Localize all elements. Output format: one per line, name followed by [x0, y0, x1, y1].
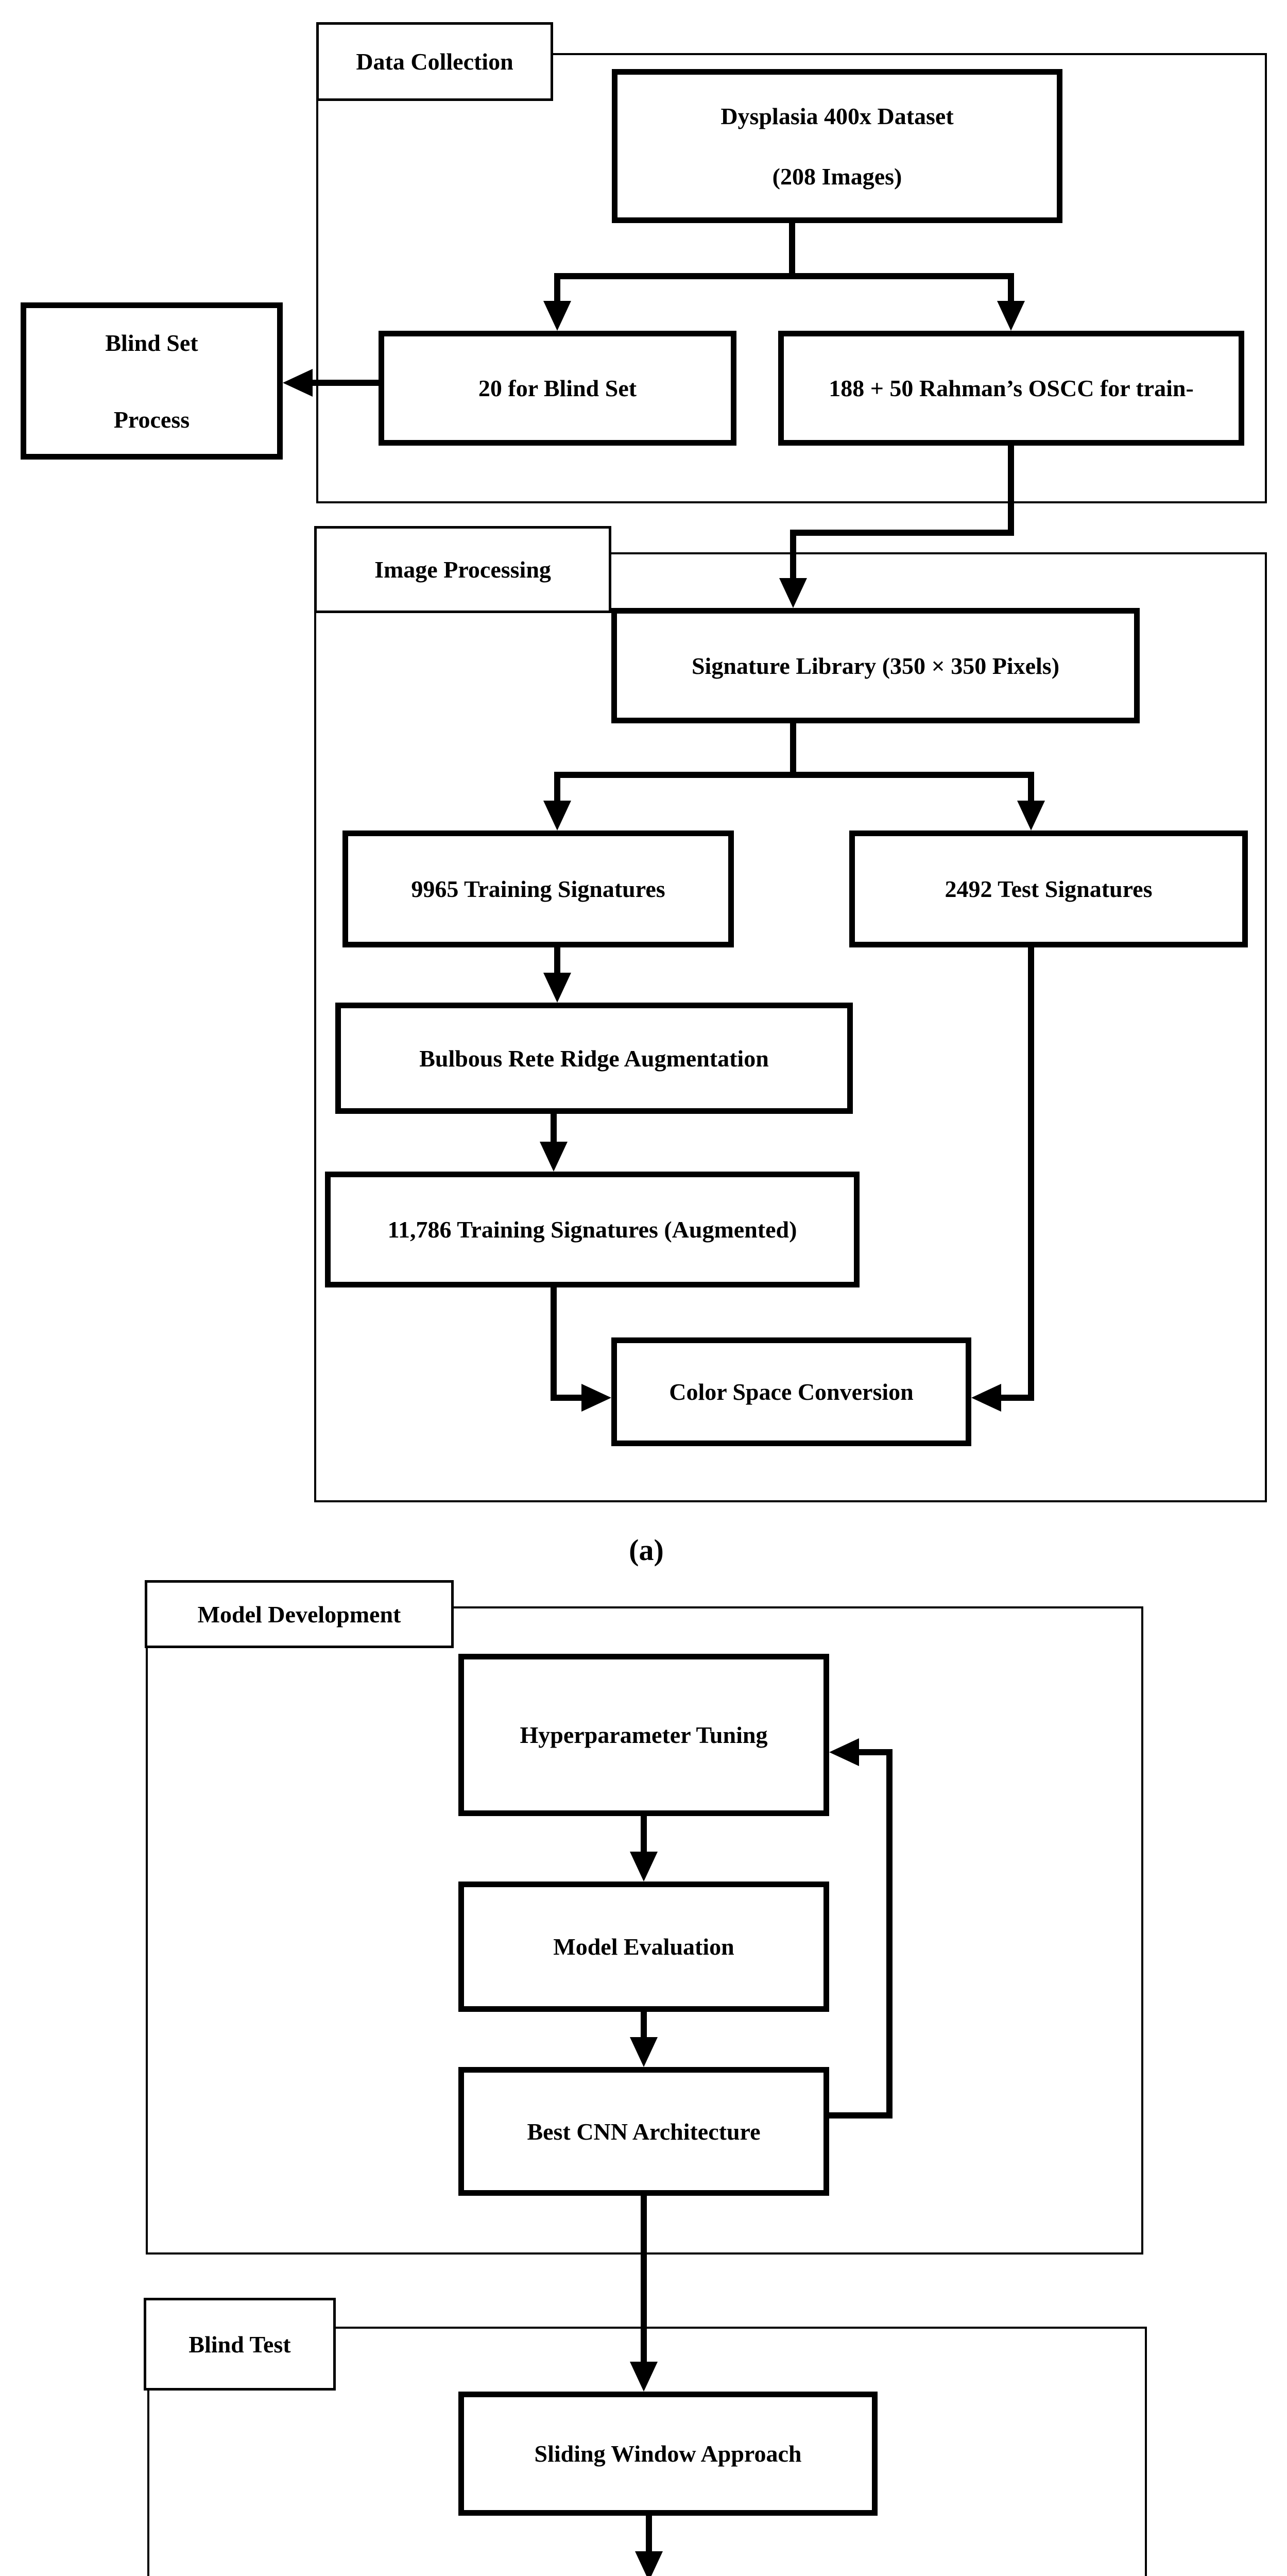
box-rahman-oscc-text: 188 + 50 Rahman’s OSCC for train- [829, 375, 1194, 401]
box-test-signatures: 2492 Test Signatures [849, 831, 1248, 947]
connector-feedback-up [886, 1749, 893, 2119]
connector-augmented-right [551, 1395, 582, 1401]
section-label-data-collection: Data Collection [316, 22, 553, 101]
section-label-blind-test-text: Blind Test [188, 2331, 291, 2358]
connector-split2-left-stub [554, 772, 560, 802]
connector-sliding-down [646, 2516, 652, 2552]
arrowhead-to-model-evaluation [630, 1852, 658, 1882]
connector-dysplasia-down [789, 223, 795, 279]
box-dysplasia-dataset: Dysplasia 400x Dataset (208 Images) [612, 69, 1062, 223]
connector-jog-down [790, 530, 796, 579]
section-label-model-development-text: Model Development [197, 1601, 401, 1628]
connector-rahman-down [1008, 446, 1014, 536]
box-best-cnn-text: Best CNN Architecture [527, 2118, 761, 2145]
section-label-model-development: Model Development [145, 1580, 454, 1648]
connector-test-long-down [1028, 947, 1034, 1401]
arrowhead-to-test-signatures [1017, 801, 1045, 831]
section-label-image-processing: Image Processing [314, 526, 611, 613]
connector-rahman-jog [790, 530, 1014, 536]
box-test-signatures-text: 2492 Test Signatures [945, 876, 1153, 902]
arrowhead-to-hyperparameter [829, 1738, 859, 1766]
box-model-evaluation-text: Model Evaluation [553, 1934, 734, 1960]
arrowhead-to-blind-set-process [283, 369, 313, 397]
section-label-image-processing-text: Image Processing [374, 556, 551, 583]
box-dysplasia-dataset-line1: Dysplasia 400x Dataset [720, 103, 954, 129]
box-training-signatures: 9965 Training Signatures [342, 831, 734, 947]
connector-split2 [554, 772, 1034, 778]
section-frame-data-collection [316, 53, 1267, 503]
box-sliding-window: Sliding Window Approach [458, 2392, 878, 2516]
connector-bulbous-down [551, 1114, 557, 1143]
connector-training-down [554, 947, 560, 974]
connector-feedback-bottom [829, 2112, 893, 2119]
box-model-evaluation: Model Evaluation [458, 1882, 829, 2012]
box-signature-library: Signature Library (350 × 350 Pixels) [611, 608, 1140, 723]
connector-split1-right-stub [1008, 273, 1014, 303]
connector-split1-left-stub [554, 273, 560, 303]
box-color-space-conversion: Color Space Conversion [611, 1337, 971, 1446]
box-color-space-conversion-text: Color Space Conversion [669, 1379, 914, 1405]
caption-a: (a) [629, 1533, 664, 1567]
section-frame-blind-test [147, 2327, 1147, 2576]
box-augmented-signatures: 11,786 Training Signatures (Augmented) [325, 1172, 860, 1287]
connector-blind-set-left [312, 380, 379, 386]
box-training-signatures-text: 9965 Training Signatures [411, 876, 665, 902]
box-blind-set-process: Blind Set Process [21, 302, 283, 460]
arrowhead-to-rahman [997, 301, 1025, 331]
box-augmented-signatures-text: 11,786 Training Signatures (Augmented) [387, 1216, 797, 1243]
box-hyperparameter-tuning: Hyperparameter Tuning [458, 1654, 829, 1816]
connector-signature-library-down [790, 723, 796, 778]
box-20-for-blind-set: 20 for Blind Set [379, 331, 736, 446]
connector-augmented-down [551, 1287, 557, 1401]
section-label-data-collection-text: Data Collection [356, 48, 513, 75]
arrowhead-to-training-signatures [543, 801, 571, 831]
box-best-cnn: Best CNN Architecture [458, 2067, 829, 2196]
connector-hyperparameter-down [641, 1816, 647, 1853]
connector-split1 [554, 273, 1014, 279]
box-signature-library-text: Signature Library (350 × 350 Pixels) [691, 652, 1060, 679]
connector-best-cnn-down [641, 2196, 647, 2363]
box-bulbous-augmentation: Bulbous Rete Ridge Augmentation [335, 1003, 853, 1114]
arrowhead-to-sliding-window [630, 2362, 658, 2392]
connector-feedback-top [858, 1749, 893, 1755]
box-hyperparameter-tuning-text: Hyperparameter Tuning [520, 1722, 768, 1748]
box-blind-set-process-line2: Process [113, 406, 190, 433]
arrowhead-to-bulbous [543, 973, 571, 1003]
arrowhead-to-roc-evaluation [635, 2551, 663, 2576]
section-label-blind-test: Blind Test [144, 2298, 336, 2391]
arrowhead-to-csc-left [581, 1384, 611, 1412]
box-rahman-oscc: 188 + 50 Rahman’s OSCC for train- [778, 331, 1244, 446]
connector-split2-right-stub [1028, 772, 1034, 802]
box-20-for-blind-set-text: 20 for Blind Set [478, 375, 637, 401]
box-bulbous-augmentation-text: Bulbous Rete Ridge Augmentation [419, 1045, 769, 1072]
box-sliding-window-text: Sliding Window Approach [534, 2441, 802, 2467]
arrowhead-to-augmented [540, 1142, 568, 1172]
box-dysplasia-dataset-line2: (208 Images) [772, 163, 902, 190]
arrowhead-to-best-cnn [630, 2037, 658, 2067]
connector-test-left [1000, 1395, 1034, 1401]
arrowhead-to-csc-right [971, 1384, 1001, 1412]
arrowhead-to-blind-set [543, 301, 571, 331]
box-blind-set-process-line1: Blind Set [105, 329, 198, 356]
connector-evaluation-down [641, 2012, 647, 2038]
arrowhead-to-signature-library [779, 578, 807, 608]
